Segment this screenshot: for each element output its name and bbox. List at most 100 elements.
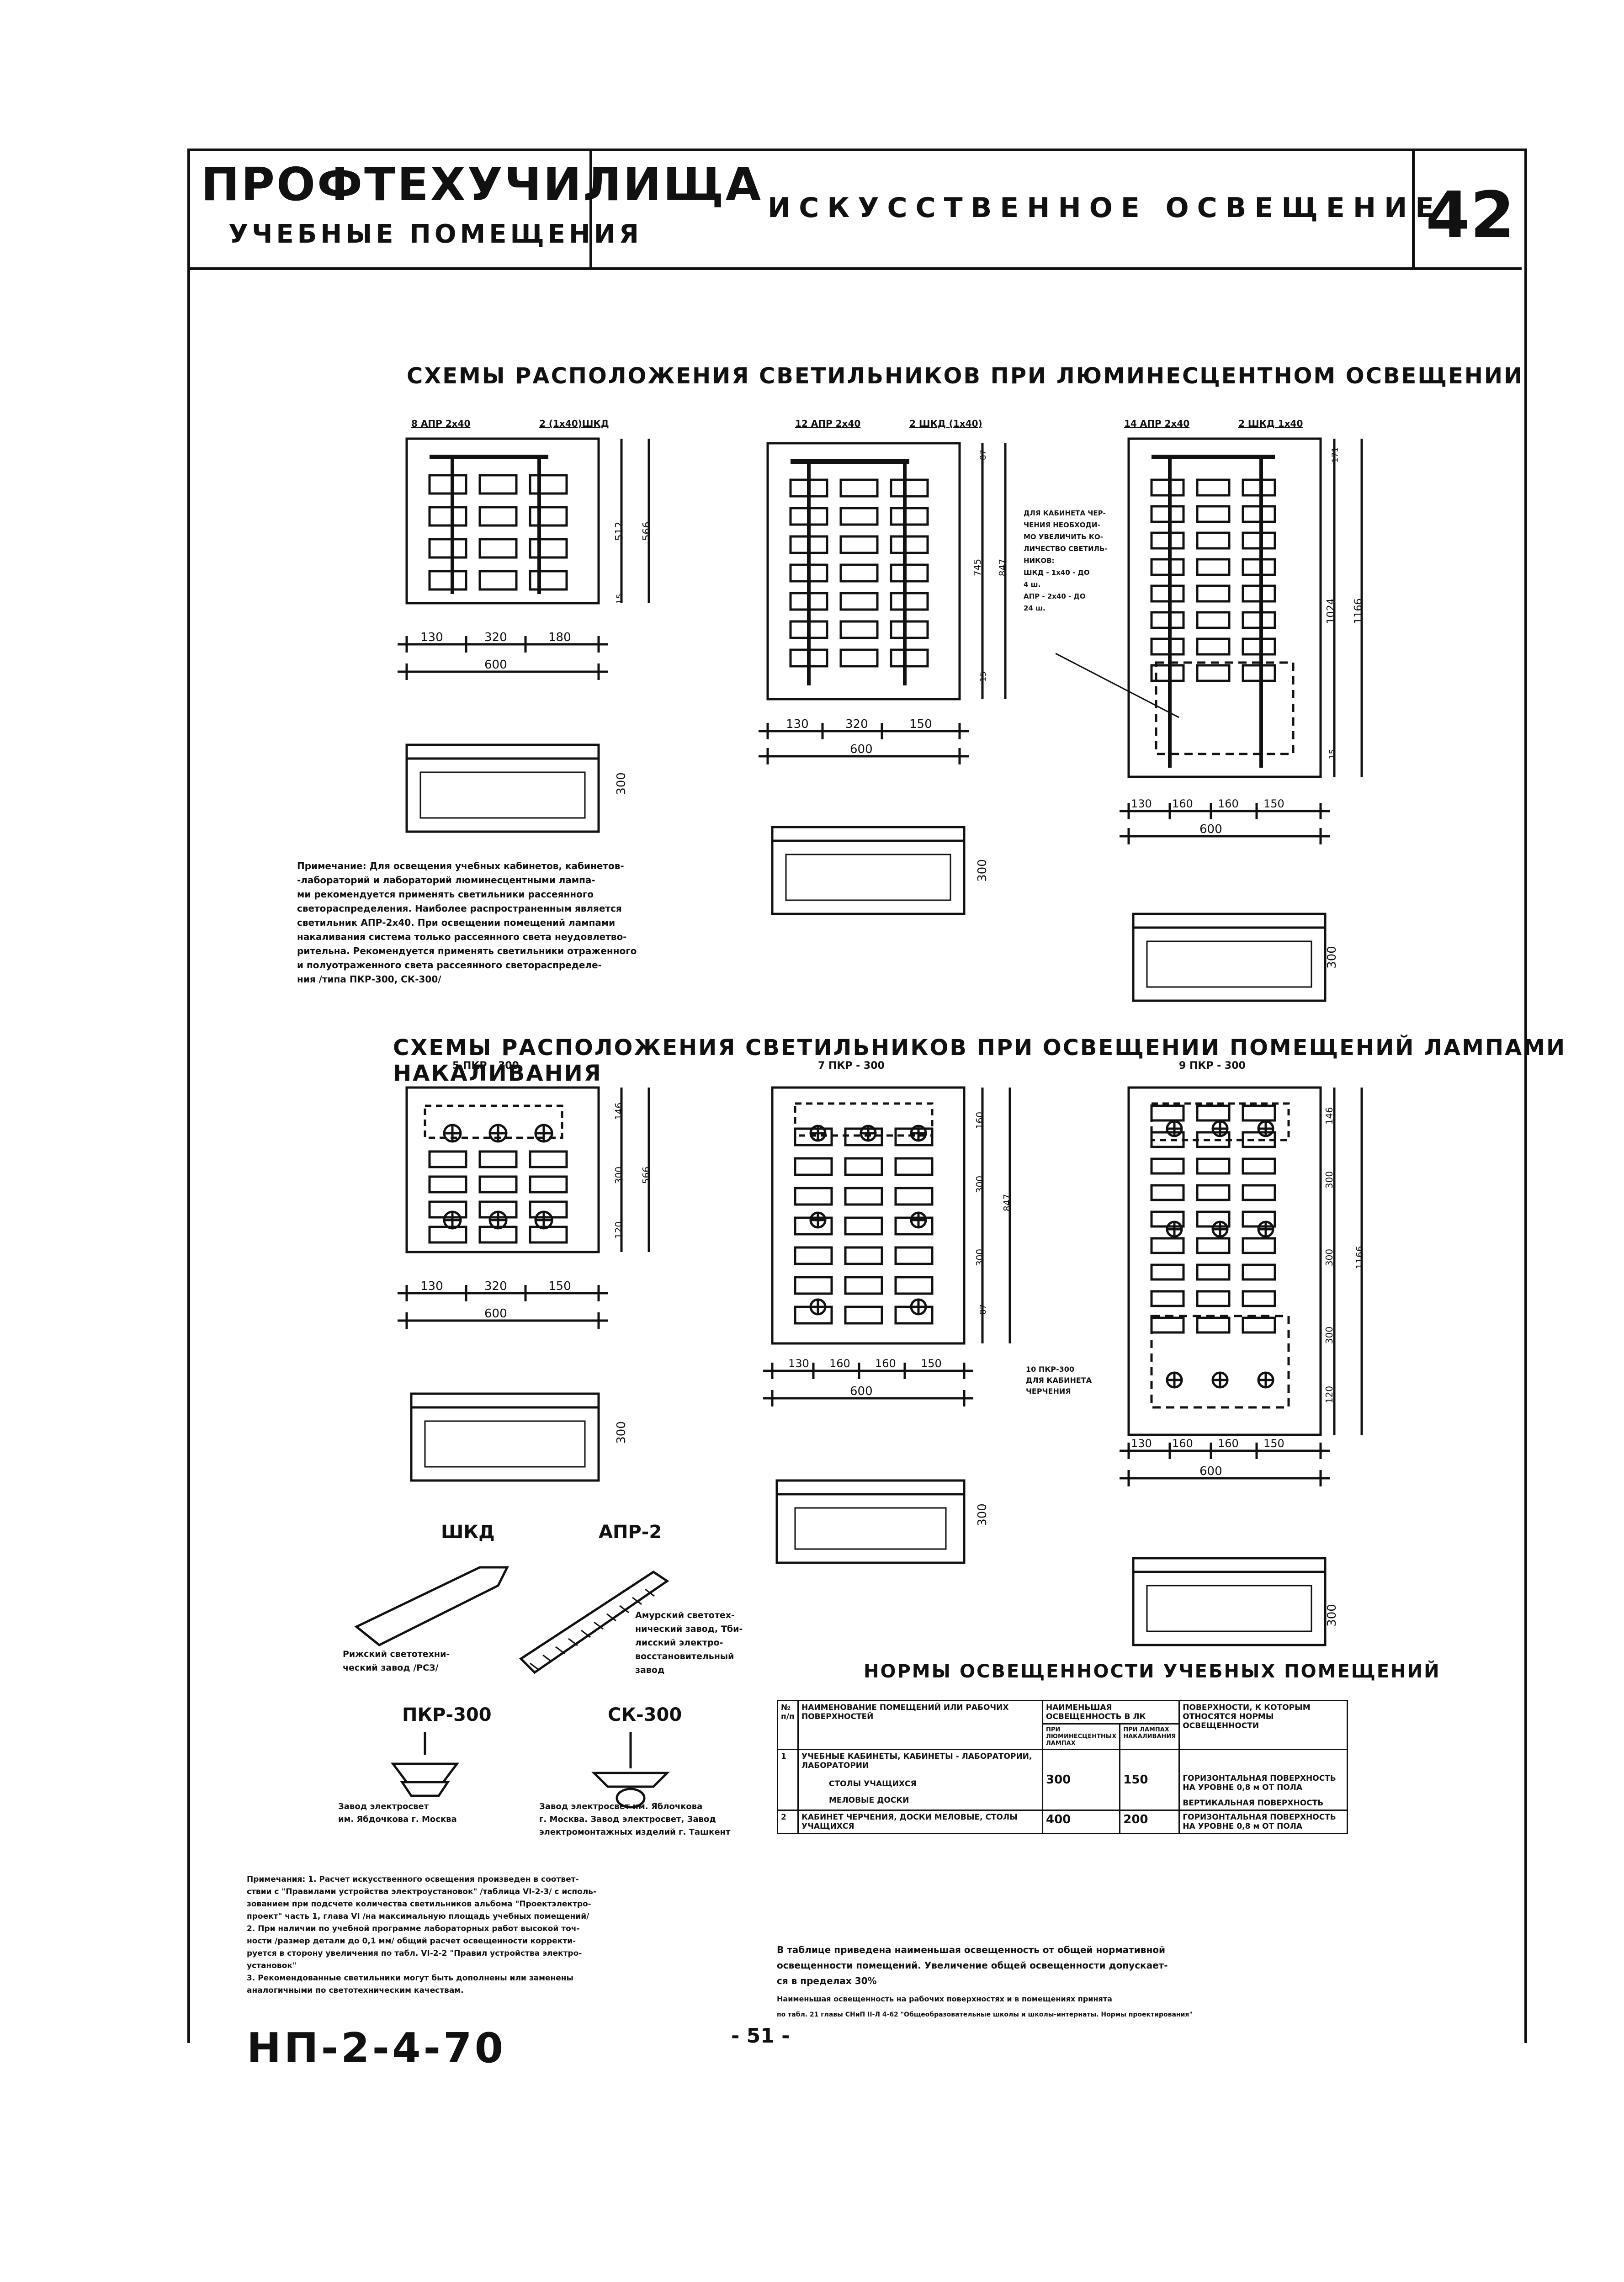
note-line: накаливания система только рассеянного с… — [297, 931, 627, 942]
dim: 512 — [614, 521, 626, 541]
dim: 300 — [613, 1166, 625, 1184]
desk — [794, 1306, 833, 1325]
desk — [1150, 1157, 1185, 1175]
note-line: установок" — [247, 1961, 297, 1970]
cell-surface: ГОРИЗОНТАЛЬНАЯ ПОВЕРХНОСТЬ НА УРОВНЕ 0,8… — [1178, 1810, 1348, 1834]
plan2-luminaire-label-a: 12 АПР 2х40 — [795, 418, 861, 429]
maker-line: Завод электросвет — [338, 1802, 429, 1811]
desk — [1196, 1157, 1231, 1175]
plan1-luminaire-label-a: 8 АПР 2х40 — [411, 418, 471, 429]
luminaire-apr — [529, 570, 568, 591]
luminaire-apr — [839, 648, 879, 668]
cell-line: ВЕРТИКАЛЬНАЯ ПОВЕРХНОСТЬ — [1183, 1799, 1324, 1808]
luminaire-apr — [1196, 505, 1231, 523]
room-plan — [1127, 437, 1322, 778]
desk — [894, 1127, 934, 1146]
dim: 15 — [615, 594, 625, 604]
leader-line — [1055, 653, 1179, 718]
sk-name: СК-300 — [608, 1704, 682, 1725]
luminaire-apr — [1150, 531, 1185, 550]
incand-plan1-label: 5 ПКР - 300 — [452, 1060, 519, 1072]
desk — [529, 1150, 568, 1168]
section-interior — [785, 854, 951, 901]
desk — [428, 1175, 467, 1194]
note-line: НИКОВ: — [1024, 557, 1055, 565]
desk — [1196, 1104, 1231, 1122]
section-interior — [419, 771, 586, 819]
note-line: и полуотраженного света рассеянного свет… — [297, 960, 602, 971]
sk-maker: Завод электросвет им. Яблочкова г. Москв… — [539, 1800, 730, 1839]
luminaire-apr — [1150, 664, 1185, 682]
chalkboard-zone — [424, 1104, 563, 1139]
dim: 130 — [1131, 1437, 1152, 1450]
plan3-luminaire-label-b: 2 ШКД 1х40 — [1238, 418, 1303, 429]
dim: 15 — [978, 671, 988, 682]
norms-title: НОРМЫ ОСВЕЩЕННОСТИ УЧЕБНЫХ ПОМЕЩЕНИЙ — [864, 1661, 1441, 1682]
dim-total: 600 — [1199, 1465, 1222, 1478]
chalkboard-zone — [1150, 1102, 1290, 1141]
luminaire-apr — [1242, 558, 1276, 576]
desk — [794, 1276, 833, 1295]
apr-louver — [530, 1662, 540, 1671]
desk — [1242, 1290, 1276, 1307]
dim-total: 600 — [850, 743, 873, 756]
desk — [529, 1226, 568, 1244]
norms-table: № п/п НАИМЕНОВАНИЕ ПОМЕЩЕНИЙ ИЛИ РАБОЧИХ… — [777, 1700, 1348, 1834]
room-section — [410, 1392, 600, 1482]
dim: 160 — [875, 1357, 896, 1370]
note-line: 3. Рекомендованные светильники могут быт… — [247, 1974, 573, 1983]
maker-line: завод — [635, 1665, 665, 1675]
col-num: № п/п — [777, 1700, 799, 1750]
dim: 150 — [1263, 1437, 1284, 1450]
luminaire-apr — [839, 535, 879, 554]
dim: 300 — [974, 1175, 986, 1194]
pkr-luminaire — [400, 1781, 450, 1797]
luminaire-apr — [839, 563, 879, 583]
note-line: по табл. 21 главы СНиП II-Л 4-62 "Общеоб… — [777, 2011, 1193, 2018]
dim-total: 600 — [850, 1385, 873, 1398]
desk — [1196, 1184, 1231, 1201]
note-line: 4 ш. — [1024, 580, 1041, 589]
dim: 300 — [974, 1248, 986, 1267]
dim: 120 — [1324, 1385, 1335, 1404]
desk — [1196, 1237, 1231, 1254]
dim: 300 — [614, 772, 628, 795]
norms-footnote: В таблице приведена наименьшая освещенно… — [777, 1942, 1193, 2022]
room-plan — [1127, 1086, 1322, 1436]
plan2-luminaire-label-b: 2 ШКД (1х40) — [909, 418, 982, 429]
cell-num: 2 — [777, 1810, 799, 1834]
note-line: светораспределения. Наиболее распростран… — [297, 903, 622, 914]
dim: 87 — [978, 450, 988, 460]
apr-louver — [581, 1629, 591, 1638]
room-section — [1132, 1557, 1327, 1646]
note-line: 24 ш. — [1024, 604, 1046, 612]
luminaire-apr — [890, 478, 929, 498]
desk — [794, 1187, 833, 1206]
note-line: ДЛЯ КАБИНЕТА — [1026, 1376, 1092, 1385]
pkr-name: ПКР-300 — [402, 1704, 492, 1725]
note-line: светильник АПР-2х40. При освещении помещ… — [297, 917, 616, 928]
note-line: ся в пределах 30% — [777, 1975, 877, 1986]
desk — [428, 1200, 467, 1219]
note-line: Примечания: 1. Расчет искусственного осв… — [247, 1875, 579, 1884]
luminaire-apr — [428, 506, 467, 527]
desk — [1242, 1184, 1276, 1201]
luminaire-apr — [1150, 637, 1185, 656]
desk — [844, 1306, 883, 1325]
note-line: ЧЕРЧЕНИЯ — [1026, 1387, 1071, 1396]
maker-line: нический завод, Тби- — [635, 1624, 743, 1634]
dim: 160 — [1218, 1437, 1239, 1450]
col-name: НАИМЕНОВАНИЕ ПОМЕЩЕНИЙ ИЛИ РАБОЧИХ ПОВЕР… — [797, 1700, 1043, 1750]
note-line: ми рекомендуется применять светильники р… — [297, 889, 594, 900]
desk — [844, 1216, 883, 1236]
note-line: Примечание: Для освещения учебных кабине… — [297, 860, 624, 871]
luminaire-apr — [1242, 584, 1276, 603]
room-plan — [405, 1086, 600, 1253]
note-line: освещенности помещений. Увеличение общей… — [777, 1960, 1168, 1971]
dim: 87 — [978, 1304, 988, 1315]
dim: 150 — [1263, 797, 1284, 810]
sheet-page-number: - 51 - — [731, 2024, 790, 2048]
dim: 150 — [909, 717, 932, 731]
maker-line: Амурский светотех- — [635, 1610, 735, 1620]
apr-luminaire — [519, 1571, 669, 1674]
